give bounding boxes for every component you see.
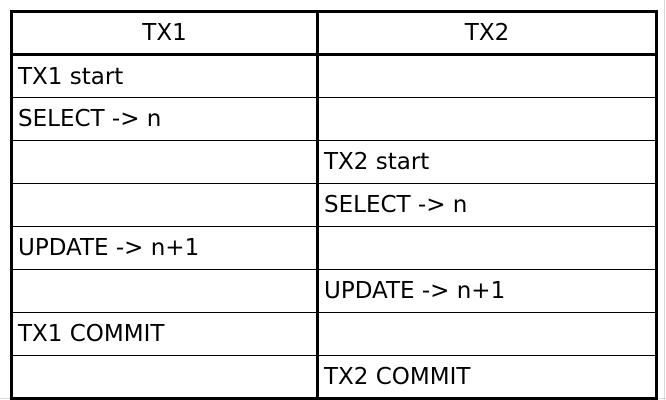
table-cell[interactable] — [11, 355, 319, 399]
table-cell[interactable]: SELECT -> n — [317, 183, 657, 227]
header-cell-tx1[interactable]: TX1 — [11, 11, 319, 56]
table-row: SELECT -> n — [11, 97, 657, 141]
table-cell[interactable] — [11, 269, 319, 313]
table-row: TX2 start — [11, 140, 657, 184]
table-cell[interactable] — [317, 312, 657, 356]
table-cell[interactable] — [317, 54, 657, 98]
table-cell[interactable]: UPDATE -> n+1 — [317, 269, 657, 313]
table-row: UPDATE -> n+1 — [11, 269, 657, 313]
table-cell[interactable] — [11, 183, 319, 227]
table-row: TX2 COMMIT — [11, 355, 657, 399]
table-cell[interactable]: UPDATE -> n+1 — [11, 226, 319, 270]
sheet-gridline — [664, 0, 665, 400]
table-row: UPDATE -> n+1 — [11, 226, 657, 270]
table-cell[interactable]: TX1 COMMIT — [11, 312, 319, 356]
table-cell[interactable] — [317, 226, 657, 270]
table-cell[interactable]: TX1 start — [11, 54, 319, 98]
header-cell-tx2[interactable]: TX2 — [317, 11, 657, 56]
table-row: TX1 start — [11, 54, 657, 98]
table-cell[interactable]: TX2 COMMIT — [317, 355, 657, 399]
header-row: TX1 TX2 — [11, 11, 657, 56]
table-cell[interactable]: SELECT -> n — [11, 97, 319, 141]
table-row: SELECT -> n — [11, 183, 657, 227]
table-cell[interactable]: TX2 start — [317, 140, 657, 184]
table-cell[interactable] — [11, 140, 319, 184]
table-row: TX1 COMMIT — [11, 312, 657, 356]
table-cell[interactable] — [317, 97, 657, 141]
transaction-table: TX1 TX2 TX1 start SELECT -> n TX2 start … — [10, 10, 658, 400]
